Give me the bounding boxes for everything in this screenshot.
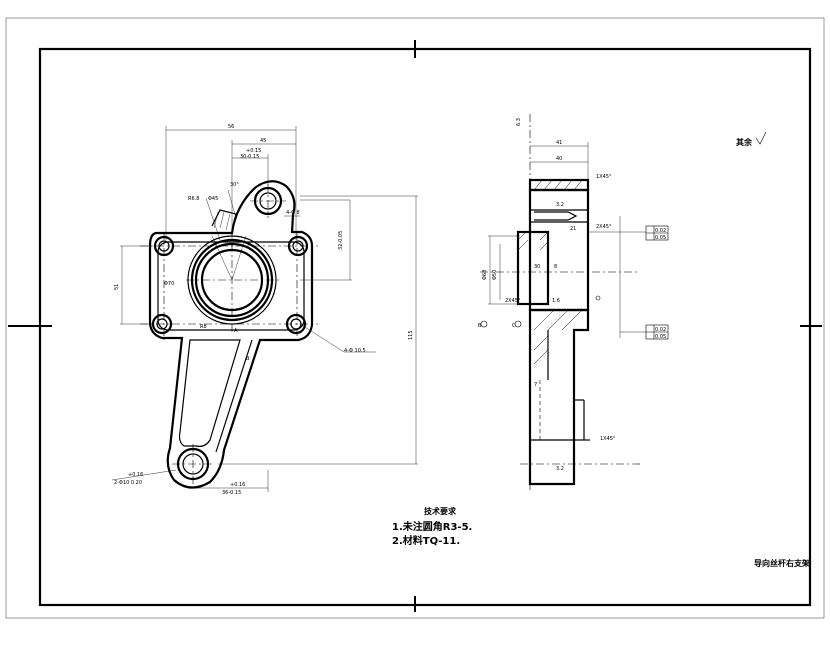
ref-b-mark: [480, 320, 488, 328]
dim-tol-016: +0.16: [230, 482, 245, 488]
roughness-symbol: [755, 131, 767, 145]
dim-bore-d: Φ45: [208, 196, 218, 202]
dim-8: 8: [554, 264, 557, 270]
dim-bot-hole: 2-Φ10 0.20: [114, 480, 142, 486]
dim-21: 21: [570, 226, 576, 232]
chamfer-bot: 1X45°: [600, 436, 616, 442]
front-view-dimensions: 56 45 +0.15 30-0.15 32-0.05 115 4-Φ 8 51…: [111, 124, 418, 496]
dim-hole-4-10: 4-Φ 10.5: [344, 348, 366, 354]
label-b-side: B: [478, 323, 482, 329]
part-outline: [148, 180, 314, 489]
dim-boss-d: Φ70: [164, 281, 174, 287]
tech-requirements: 技术要求 1.未注圆角R3-5. 2.材料TQ-11.: [392, 506, 472, 547]
dim-tol-bot: +0.16: [128, 472, 143, 478]
tech-heading: 技术要求: [424, 506, 457, 516]
trim-border: [5, 17, 825, 619]
gdt2-b: 0.05: [655, 334, 666, 340]
ear-hole-inner: [259, 192, 277, 210]
front-view: [140, 180, 318, 489]
dim-51: 51: [114, 284, 120, 290]
tech-item-2: 2.材料TQ-11.: [392, 534, 460, 547]
chamfer-low: 2X45°: [505, 298, 521, 304]
lower-arm: [528, 308, 590, 486]
roughness-32a: 3.2: [556, 202, 564, 208]
arm-cutout: [178, 339, 241, 447]
side-view-dimensions: 41 40 1X45° 2X45° 2X45° 1X45° 3.2 1.6 3.…: [478, 118, 669, 472]
arm-edge: [215, 339, 253, 453]
dim-r8: R8: [200, 324, 207, 330]
gdt2-a: 0.02: [655, 327, 666, 333]
label-b: B: [246, 356, 250, 362]
side-view: [480, 114, 640, 490]
slot: [534, 211, 578, 221]
dim-36: 36-0.15: [222, 490, 241, 496]
roughness-63: 6.3: [516, 118, 522, 126]
rest-roughness: 其余: [736, 137, 753, 147]
bore-section: [516, 230, 550, 306]
dim-hole-4-8: 4-Φ 8: [286, 210, 300, 216]
dim-30: 30-0.15: [240, 154, 259, 160]
dim-overall-width: 56: [228, 124, 234, 130]
dim-width-45: 45: [260, 138, 266, 144]
lug: [211, 209, 237, 231]
dim-68: Φ68: [482, 270, 488, 280]
chamfer-top: 1X45°: [596, 174, 612, 180]
dim-41: 41: [556, 140, 562, 146]
label-c-side: C: [512, 323, 516, 329]
dim-angle: 30°: [230, 182, 239, 188]
dim-50: Φ50: [492, 270, 498, 280]
dim-7: 7: [534, 382, 537, 388]
tech-item-1: 1.未注圆角R3-5.: [392, 520, 472, 533]
dim-tol-015: +0.15: [246, 148, 261, 154]
drawing-title: 导向丝杆右支架: [754, 558, 810, 568]
gdt1-a: 0.02: [655, 228, 666, 234]
body-block: [528, 188, 590, 312]
dim-40: 40: [556, 156, 562, 162]
dim-height-115: 115: [408, 330, 414, 340]
top-flange: [528, 178, 590, 192]
centering-marks: [8, 40, 822, 612]
label-a: A: [234, 328, 238, 334]
gdt1-b: 0.05: [655, 235, 666, 241]
dim-32: 32-0.05: [338, 231, 344, 250]
body-inner: [157, 241, 305, 331]
dim-top-r: R6.8: [188, 196, 199, 202]
ref-c-mark: [514, 320, 522, 328]
chamfer-mid: 2X45°: [596, 224, 612, 230]
roughness-16: 1.6: [552, 298, 560, 304]
roughness-32b: 3.2: [556, 466, 564, 472]
dim-30: 30: [534, 264, 540, 270]
